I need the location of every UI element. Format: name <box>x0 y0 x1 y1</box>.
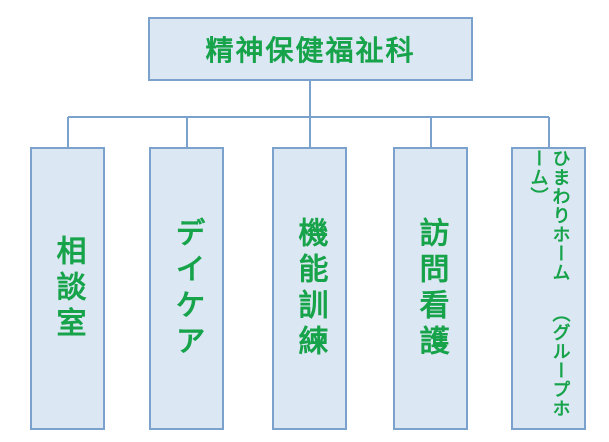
root-node-label: 精神保健福祉科 <box>205 34 416 67</box>
child-node-label: デイケア <box>169 216 205 361</box>
child-node-function-training: 機能訓練 <box>272 147 347 430</box>
child-node-home-nursing: 訪問看護 <box>393 147 468 430</box>
child-node-label: ひまわりホーム <box>549 149 571 282</box>
child-node-label: 相談室 <box>50 234 86 343</box>
child-node-sublabel: （グループホーム） <box>527 149 571 418</box>
child-node-consultation-room: 相談室 <box>30 147 105 430</box>
child-node-label: 訪問看護 <box>413 216 449 361</box>
child-node-day-care: デイケア <box>149 147 224 430</box>
child-node-label: 機能訓練 <box>292 216 328 361</box>
root-node: 精神保健福祉科 <box>148 17 473 81</box>
child-node-himawari-home: ひまわりホーム （グループホーム） <box>511 147 586 430</box>
child-node-label-group: ひまわりホーム （グループホーム） <box>527 149 571 428</box>
